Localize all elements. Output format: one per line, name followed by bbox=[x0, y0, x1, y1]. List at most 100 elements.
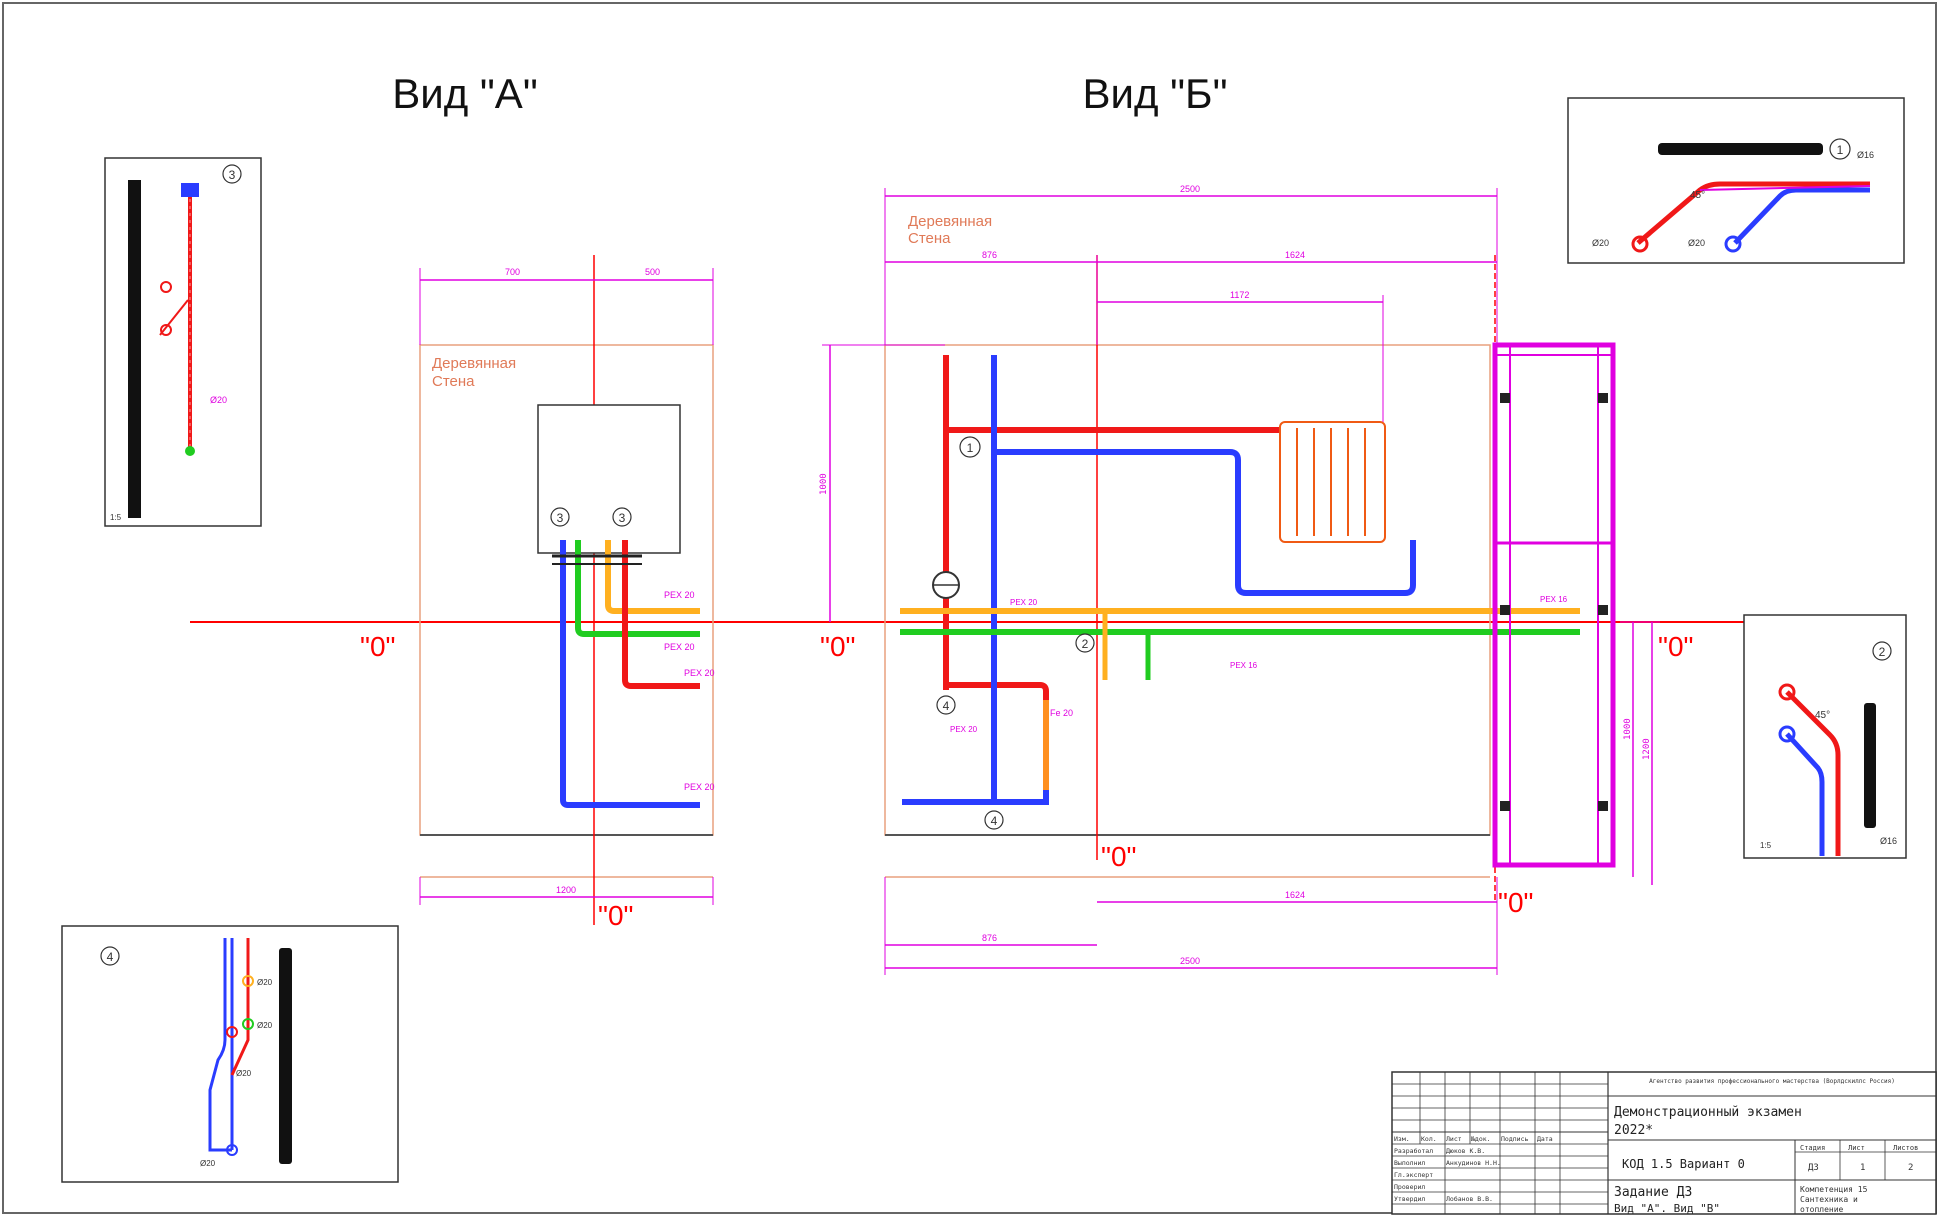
dim-b-right: 1624 bbox=[1285, 250, 1305, 260]
title-code: КОД 1.5 Вариант 0 bbox=[1622, 1157, 1745, 1171]
svg-text:45°: 45° bbox=[1815, 710, 1830, 721]
title-views: Вид "А". Вид "В" bbox=[1614, 1202, 1720, 1215]
svg-text:Гл.эксперт: Гл.эксперт bbox=[1394, 1171, 1433, 1179]
svg-text:Лист: Лист bbox=[1848, 1144, 1865, 1152]
svg-text:Ø16: Ø16 bbox=[1880, 836, 1897, 846]
detail-2-callout: 2 bbox=[1879, 645, 1886, 659]
view-a-yellow-pipe bbox=[605, 540, 700, 614]
svg-text:Ø20: Ø20 bbox=[236, 1069, 252, 1078]
callout-4b: 4 bbox=[991, 814, 998, 828]
detail-3-scale: 1:5 bbox=[110, 513, 122, 522]
callout-1: 1 bbox=[967, 441, 974, 455]
svg-text:Лобанов В.В.: Лобанов В.В. bbox=[1446, 1195, 1493, 1203]
svg-text:Ø20: Ø20 bbox=[1592, 238, 1609, 248]
view-a-wall-label-2: Стена bbox=[432, 373, 475, 390]
detail-1: 1 Ø20 Ø20 Ø16 45° bbox=[1567, 97, 1905, 264]
svg-text:3: 3 bbox=[619, 511, 626, 525]
svg-text:Лист: Лист bbox=[1446, 1135, 1462, 1143]
zero-mark-a-bottom: "0" bbox=[598, 900, 633, 931]
detail-2-scale: 1:5 bbox=[1760, 841, 1772, 850]
svg-text:Анкудинов Н.Н.: Анкудинов Н.Н. bbox=[1446, 1159, 1501, 1167]
svg-text:Кол.: Кол. bbox=[1421, 1135, 1437, 1143]
svg-text:Ø20: Ø20 bbox=[257, 1021, 273, 1030]
svg-text:Разработал: Разработал bbox=[1394, 1147, 1433, 1155]
dim-b-height-left: 1000 bbox=[819, 473, 829, 495]
view-a-green-pipe bbox=[575, 540, 700, 637]
b-label-1: PEX 20 bbox=[950, 725, 978, 734]
dim-b-bottom-right: 1624 bbox=[1285, 890, 1305, 900]
dim-b-left: 876 bbox=[982, 250, 997, 260]
dim-a-bottom: 1200 bbox=[556, 885, 576, 895]
svg-text:Проверил: Проверил bbox=[1394, 1183, 1425, 1191]
b-red-lower bbox=[946, 682, 1049, 790]
callout-4a: 4 bbox=[943, 699, 950, 713]
svg-text:Сантехника и: Сантехника и bbox=[1800, 1195, 1858, 1204]
zero-mark-b-bottom: "0" bbox=[1101, 841, 1136, 872]
detail-3: 3 Ø20 1:5 bbox=[104, 157, 262, 527]
a-label-4: PEX 20 bbox=[684, 782, 715, 792]
b-label-3: PEX 16 bbox=[1230, 661, 1258, 670]
dim-b-top: 2500 bbox=[1180, 184, 1200, 194]
detail-1-callout: 1 bbox=[1837, 143, 1844, 157]
svg-text:1: 1 bbox=[1860, 1163, 1865, 1173]
svg-text:Ø20: Ø20 bbox=[257, 978, 273, 987]
detail-3-dim: Ø20 bbox=[210, 395, 227, 405]
detail-3-callout: 3 bbox=[229, 168, 236, 182]
view-b-title: Вид "Б" bbox=[1082, 70, 1227, 117]
dim-a-left: 700 bbox=[505, 267, 520, 277]
title-exam: Демонстрационный экзамен bbox=[1614, 1105, 1802, 1120]
support-frame bbox=[1492, 342, 1616, 868]
svg-text:№док.: №док. bbox=[1471, 1135, 1491, 1143]
view-b-wall-label-1: Деревянная bbox=[908, 213, 992, 230]
dim-b-bottom: 2500 bbox=[1180, 956, 1200, 966]
dim-b-radiator: 1172 bbox=[1230, 290, 1249, 300]
svg-text:Выполнил: Выполнил bbox=[1394, 1159, 1425, 1167]
a-label-3: PEX 20 bbox=[684, 668, 715, 678]
svg-text:Подпись: Подпись bbox=[1501, 1135, 1528, 1143]
zero-mark-c-bottom: "0" bbox=[1498, 887, 1533, 918]
b-label-4: PEX 16 bbox=[1540, 595, 1568, 604]
svg-text:отопление: отопление bbox=[1800, 1205, 1844, 1214]
svg-text:3: 3 bbox=[557, 511, 564, 525]
b-label-fe: Fe 20 bbox=[1050, 708, 1073, 718]
a-label-2: PEX 20 bbox=[664, 642, 695, 652]
dim-a-right: 500 bbox=[645, 267, 660, 277]
svg-text:Изм.: Изм. bbox=[1394, 1135, 1410, 1143]
dim-b-height-r1: 1000 bbox=[1623, 718, 1633, 740]
zero-mark-b: "0" bbox=[820, 631, 855, 662]
view-a-blue-pipe bbox=[560, 540, 700, 808]
svg-text:Дата: Дата bbox=[1537, 1135, 1553, 1143]
b-blue-lower bbox=[902, 790, 1050, 805]
view-a-title: Вид "А" bbox=[392, 70, 537, 117]
b-label-2: PEX 20 bbox=[1010, 598, 1038, 607]
detail-2: 2 45° Ø16 1:5 bbox=[1743, 614, 1907, 859]
detail-4: 4 Ø20 Ø20 Ø20 Ø20 bbox=[61, 925, 399, 1183]
zero-mark-c: "0" bbox=[1658, 631, 1693, 662]
boiler bbox=[537, 404, 681, 554]
svg-text:Ø16: Ø16 bbox=[1857, 150, 1874, 160]
zero-mark-a: "0" bbox=[360, 631, 395, 662]
view-a: Деревянная Стена "0" 700 500 1200 3 3 PE… bbox=[419, 255, 715, 931]
svg-text:45°: 45° bbox=[1690, 190, 1705, 201]
dim-b-height-r2: 1200 bbox=[1642, 738, 1652, 760]
callout-2: 2 bbox=[1082, 637, 1089, 651]
title-task: Задание ДЗ bbox=[1614, 1185, 1692, 1200]
dim-b-bottom-left: 876 bbox=[982, 933, 997, 943]
view-a-red-pipe bbox=[622, 540, 700, 689]
svg-text:2: 2 bbox=[1908, 1163, 1913, 1173]
b-blue-return bbox=[994, 449, 1416, 596]
svg-text:Утвердил: Утвердил bbox=[1394, 1195, 1425, 1203]
view-b-wall-label-2: Стена bbox=[908, 230, 951, 247]
svg-text:Дюков К.В.: Дюков К.В. bbox=[1446, 1147, 1485, 1155]
radiator bbox=[1279, 421, 1386, 543]
view-a-wall-label-1: Деревянная bbox=[432, 355, 516, 372]
svg-text:Ø20: Ø20 bbox=[1688, 238, 1705, 248]
a-label-1: PEX 20 bbox=[664, 590, 695, 600]
title-year: 2022* bbox=[1614, 1123, 1653, 1138]
detail-4-callout: 4 bbox=[107, 950, 114, 964]
svg-text:Листов: Листов bbox=[1893, 1144, 1918, 1152]
svg-text:Компетенция 15: Компетенция 15 bbox=[1800, 1185, 1868, 1194]
svg-text:Ø20: Ø20 bbox=[200, 1159, 216, 1168]
svg-text:Стадия: Стадия bbox=[1800, 1144, 1825, 1152]
